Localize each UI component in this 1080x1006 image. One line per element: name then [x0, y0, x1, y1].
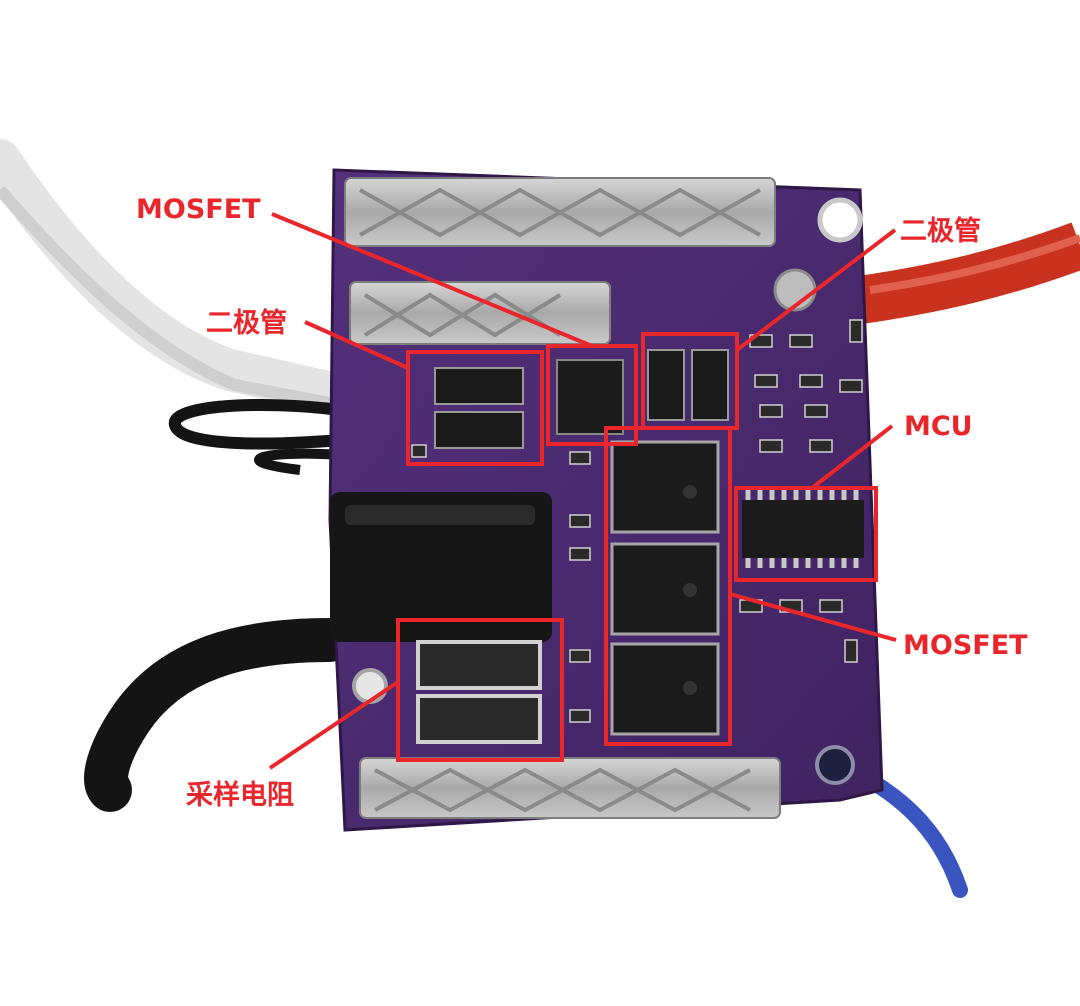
label-diode-left: 二极管	[206, 308, 287, 339]
terminal-top-weave	[359, 187, 761, 238]
label-mcu: MCU	[904, 411, 973, 442]
leader-diode-right	[735, 228, 897, 352]
smd-components	[411, 319, 863, 723]
black-inductor	[330, 492, 552, 642]
diode-right-1	[647, 349, 685, 421]
label-mosfet-right: MOSFET	[903, 630, 1028, 661]
box-shunt	[396, 618, 564, 762]
diode-right-2	[691, 349, 729, 421]
black-inductor-shine	[345, 505, 535, 525]
leader-shunt	[268, 680, 400, 770]
terminal-second	[349, 281, 611, 345]
mosfet-1-dot	[683, 485, 697, 499]
mount-hole-top-right	[817, 197, 863, 243]
mosfet-1	[610, 440, 720, 534]
shunt-resistor-1	[416, 640, 542, 690]
mosfet-2-dot	[683, 583, 697, 597]
box-mcu	[734, 486, 878, 582]
leader-diode-left	[304, 320, 409, 370]
leader-mosfet-top	[271, 212, 593, 348]
black-wire-loop-2	[254, 448, 341, 475]
label-shunt-resistor: 采样电阻	[186, 780, 294, 811]
mount-hole-left	[352, 668, 388, 704]
diode-left-2	[434, 411, 524, 449]
mcu-pins	[745, 490, 859, 568]
mosfet-2	[610, 542, 720, 636]
box-mosfet-array	[604, 426, 732, 746]
label-diode-right: 二极管	[900, 216, 981, 247]
mount-hole-bottom-right	[815, 745, 855, 785]
black-thick-wire	[84, 618, 352, 812]
label-mosfet-top: MOSFET	[136, 194, 261, 225]
mcu-chip	[742, 500, 864, 558]
mosfet-3	[610, 642, 720, 736]
red-wire	[856, 222, 1080, 324]
black-wire-loop	[169, 399, 341, 450]
diode-left-1	[434, 367, 524, 405]
leader-mcu	[810, 424, 894, 490]
leader-mosfet-right	[729, 592, 897, 642]
red-wire-highlight	[869, 234, 1080, 294]
terminal-bottom-weave	[374, 767, 751, 813]
terminal-second-weave	[363, 292, 562, 338]
leader-lines	[268, 212, 897, 770]
white-wire-shadow	[0, 186, 342, 411]
shunt-resistor-2	[416, 694, 542, 744]
driver-chip	[556, 359, 624, 435]
annotation-boxes	[396, 332, 878, 762]
box-diode-left	[406, 350, 544, 466]
mosfet-3-dot	[683, 681, 697, 695]
white-wire	[0, 139, 361, 416]
